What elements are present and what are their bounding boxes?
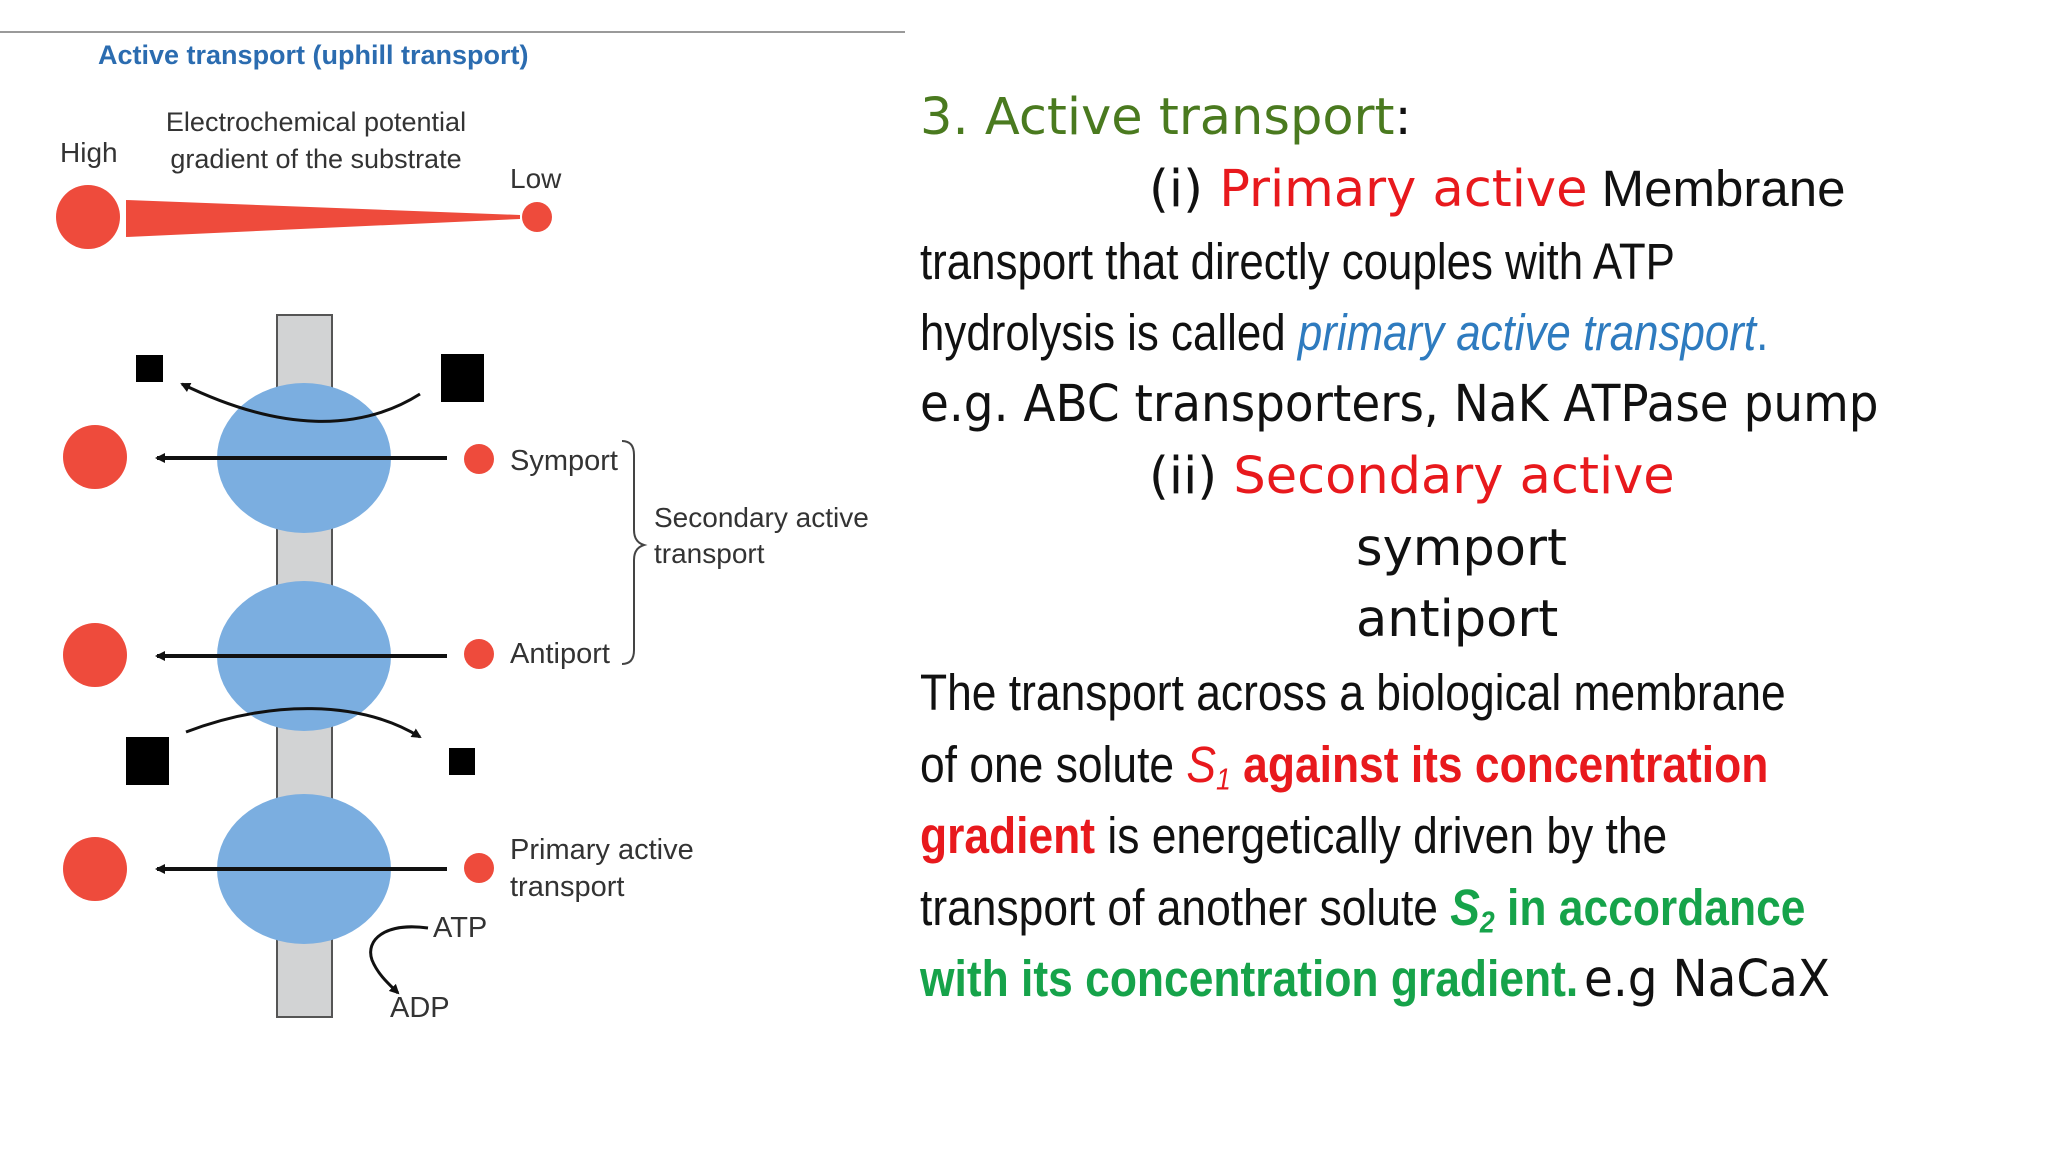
antiport-cosubstrate-arrow (185, 707, 422, 739)
symport-cosubstrate-large-square (441, 354, 484, 402)
antiport-cosubstrate-small-square (449, 748, 475, 775)
section-heading-title: 3. Active transport (920, 88, 1395, 147)
secondary-active-prefix: (ii) (1149, 447, 1234, 506)
symport-item: symport (1356, 519, 1567, 578)
symport-substrate-low-dot (464, 444, 494, 474)
atp-to-adp-arrow (369, 925, 429, 995)
solute-s2-subscript: 2 (1479, 905, 1495, 940)
label-high: High (60, 137, 118, 168)
symport-substrate-high-dot (63, 425, 127, 489)
gradient-label-line2: gradient of the substrate (170, 144, 461, 174)
label-secondary-line1: Secondary active (654, 502, 869, 533)
primary-substrate-high-dot (63, 837, 127, 901)
antiport-substrate-low-dot (464, 639, 494, 669)
primary-examples: e.g. ABC transporters, NaK ATPase pump (920, 375, 1879, 434)
section-heading: 3. Active transport: (920, 92, 1412, 143)
solute-s2: S2 (1450, 879, 1494, 938)
primary-active-rest: Membrane (1587, 160, 1846, 217)
label-adp: ADP (390, 992, 450, 1024)
label-antiport: Antiport (510, 638, 610, 670)
primary-substrate-low-dot (464, 853, 494, 883)
symport-cosubstrate-small-square (136, 355, 163, 382)
primary-active-line: (i) Primary active Membrane (1149, 163, 1845, 216)
antiport-substrate-high-dot (63, 623, 127, 687)
antiport-item: antiport (1356, 590, 1559, 649)
secondary-definition-another: transport of another solute (920, 879, 1451, 936)
with-gradient-phrase: with its concentration gradient. (920, 950, 1579, 1007)
primary-active-term: Primary active (1219, 160, 1588, 219)
gradient-label-line1: Electrochemical potential (166, 107, 466, 137)
antiport-cosubstrate-large-square (126, 737, 169, 785)
solute-s1: S1 (1186, 736, 1230, 795)
secondary-definition-pre: of one solute (920, 736, 1187, 793)
active-transport-diagram: Active transport (uphill transport) High… (0, 0, 920, 1152)
gradient-word: gradient (920, 807, 1096, 864)
secondary-definition-line2: of one solute S1 against its concentrati… (920, 736, 1769, 795)
secondary-example: e.g NaCaX (1583, 950, 1830, 1009)
text-panel: 3. Active transport: (i) Primary active … (920, 0, 2040, 1152)
primary-active-transport-term: primary active transport (1297, 304, 1757, 361)
diagram-title: Active transport (uphill transport) (98, 40, 529, 70)
secondary-definition-driven: is energetically driven by the (1095, 807, 1668, 864)
label-atp: ATP (433, 912, 487, 944)
in-accordance-phrase: in accordance (1494, 879, 1806, 936)
diagram-canvas: Active transport (uphill transport) High… (0, 31, 905, 1024)
secondary-definition-line3: gradient is energetically driven by the (920, 810, 1667, 861)
label-symport: Symport (510, 445, 618, 477)
secondary-active-bracket (621, 440, 648, 665)
against-gradient-phrase: against its concentration (1230, 736, 1769, 793)
primary-definition-pre: hydrolysis is called (920, 304, 1298, 361)
high-concentration-dot (56, 185, 120, 249)
secondary-definition-line1: The transport across a biological membra… (920, 664, 1786, 721)
label-primary-line2: transport (510, 871, 624, 903)
label-secondary-line2: transport (654, 538, 765, 569)
secondary-active-line: (ii) Secondary active (1149, 451, 1675, 502)
secondary-definition-line4: transport of another solute S2 in accord… (920, 879, 1806, 938)
secondary-active-term: Secondary active (1233, 447, 1675, 506)
primary-definition-line2: hydrolysis is called primary active tran… (920, 307, 1768, 358)
symport-cosubstrate-arrow (180, 382, 421, 423)
solute-s2-letter: S (1450, 879, 1480, 936)
label-primary-line1: Primary active (510, 834, 694, 866)
primary-definition-period: . (1756, 304, 1769, 361)
gradient-wedge (126, 200, 520, 237)
low-concentration-dot (522, 202, 552, 232)
label-low: Low (510, 163, 562, 194)
section-heading-colon: : (1394, 88, 1412, 147)
solute-s1-subscript: 1 (1216, 762, 1231, 797)
primary-definition-line1: transport that directly couples with ATP (920, 233, 1675, 290)
primary-active-prefix: (i) (1149, 160, 1220, 219)
solute-s1-letter: S (1186, 736, 1217, 793)
secondary-definition-line5: with its concentration gradient.e.g NaCa… (920, 953, 1851, 1006)
